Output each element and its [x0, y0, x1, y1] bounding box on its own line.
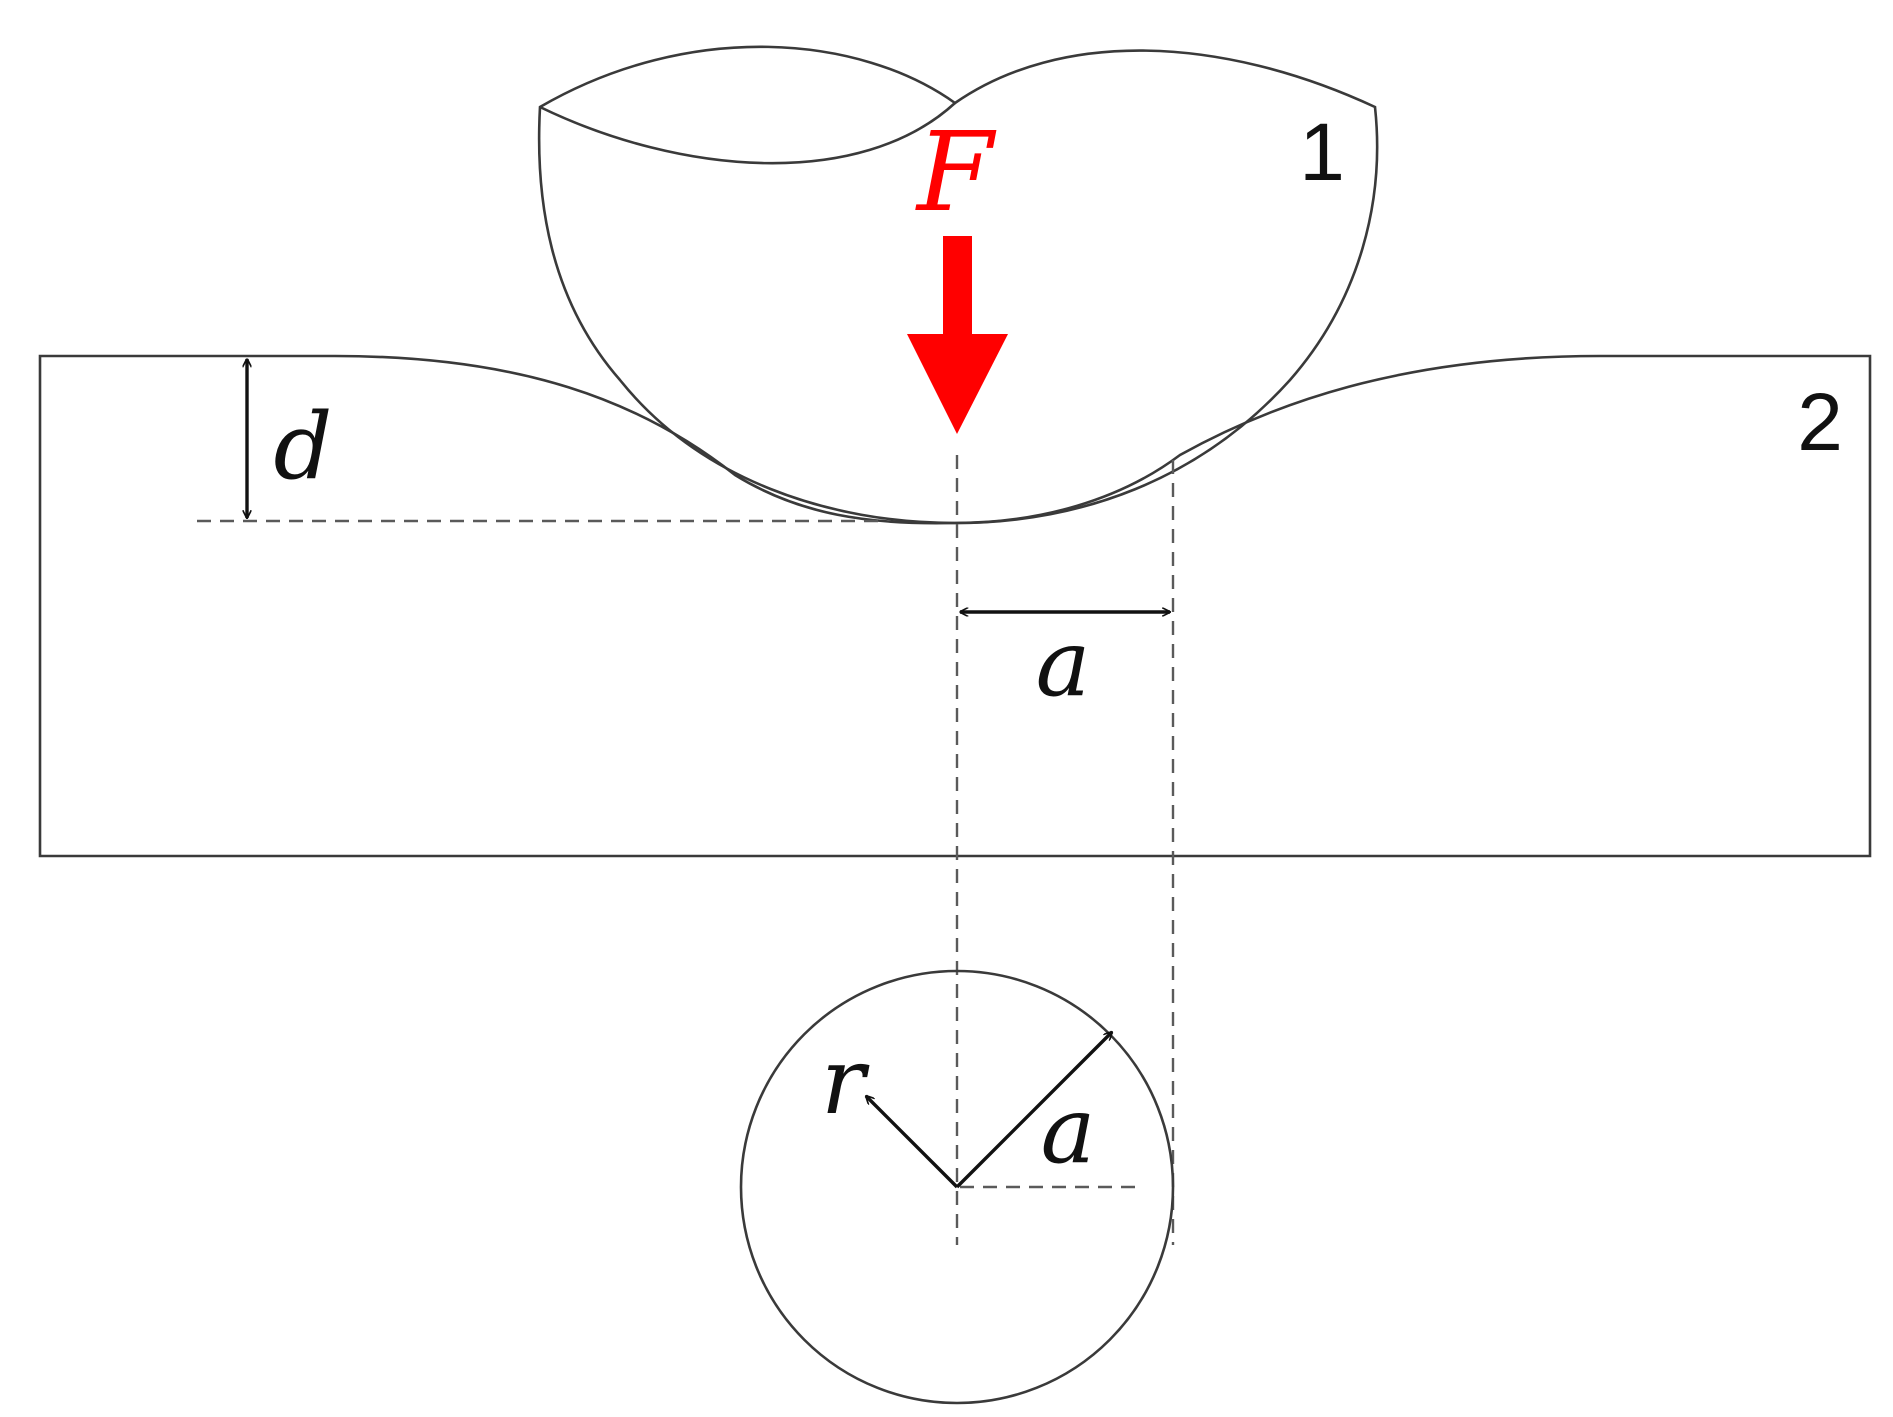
- contact-circle: [739, 969, 1175, 1405]
- plan-radius-label: a: [1041, 1077, 1096, 1184]
- force-label: F: [915, 108, 997, 236]
- indenter-inner-rim: [539, 102, 956, 165]
- plan-radius-arrow: [955, 1032, 1112, 1189]
- force-arrow: [907, 236, 1008, 434]
- contact-radius-label: a: [1036, 610, 1091, 717]
- body-1-label: 1: [1299, 107, 1345, 198]
- contact-area-plan-view: [739, 969, 1175, 1405]
- depth-label: d: [274, 393, 333, 500]
- radial-coordinate-label: r: [821, 1028, 870, 1135]
- body-1-indenter: [537, 45, 1379, 525]
- force-arrow-shaft: [943, 236, 972, 336]
- body-2-label: 2: [1797, 377, 1843, 468]
- force-arrow-head: [907, 334, 1008, 434]
- radial-coordinate-arrow: [866, 1096, 959, 1189]
- construction-lines: [197, 455, 1175, 1245]
- indenter-outline: [537, 45, 1379, 525]
